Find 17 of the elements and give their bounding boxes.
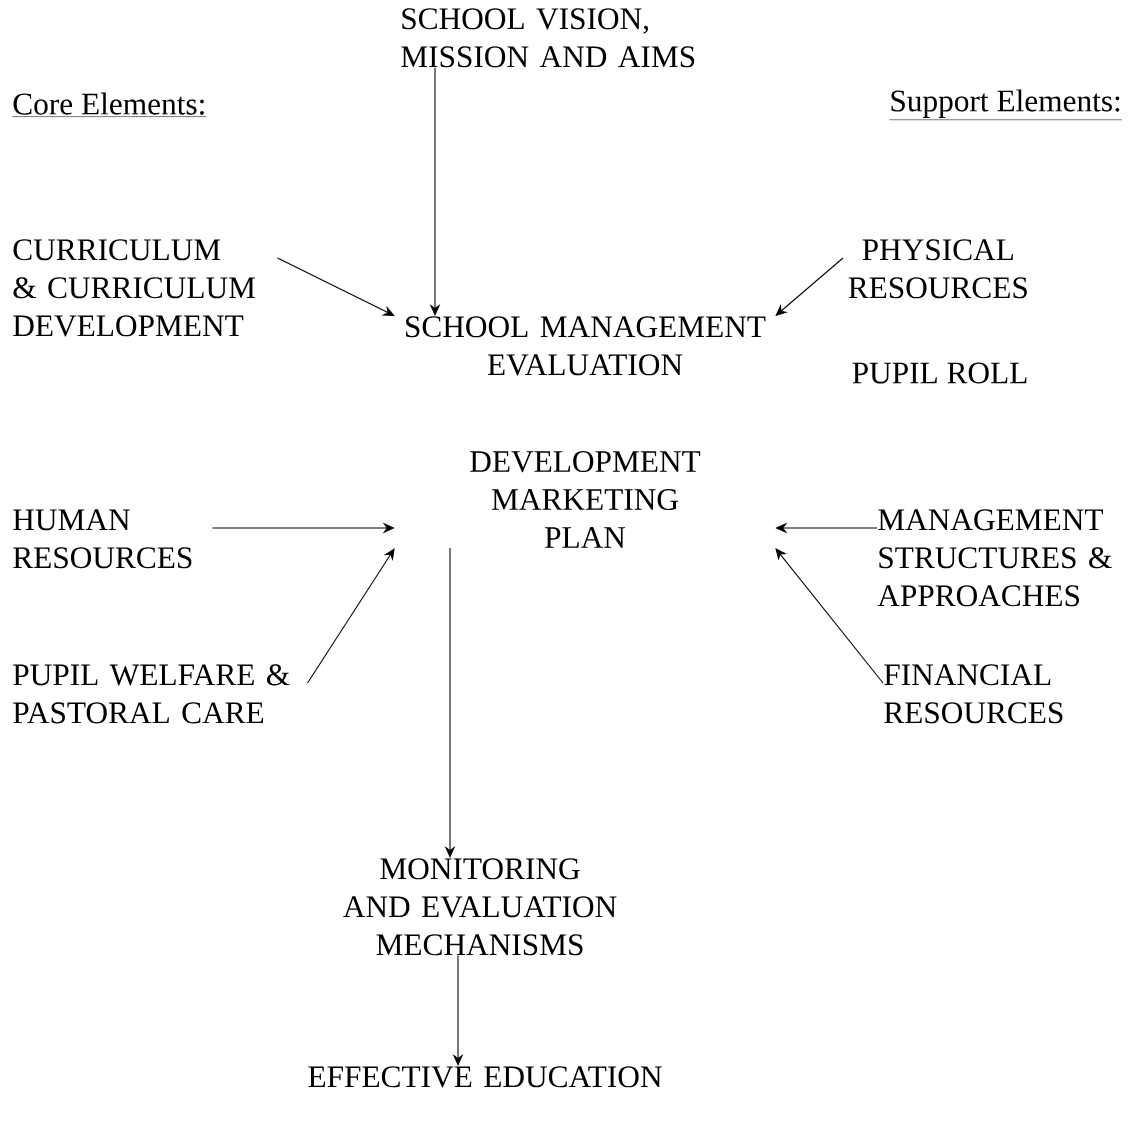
element-label: PUPIL ROLL: [852, 362, 1027, 384]
element-label: HUMAN RESOURCES: [13, 509, 192, 569]
section-heading: Support Elements:: [889, 89, 1122, 120]
arrow: [775, 548, 884, 684]
element-label: CURRICULUM & CURRICULUM DEVELOPMENT: [13, 239, 256, 337]
heading-text: SCHOOL VISION, MISSION AND AIMS: [401, 8, 695, 68]
element-label: PHYSICAL RESOURCES: [848, 239, 1027, 299]
element-label: MANAGEMENT STRUCTURES & APPROACHES: [877, 509, 1112, 607]
element-label: PUPIL WELFARE & PASTORAL CARE: [13, 664, 290, 724]
arrow: [775, 257, 844, 316]
central-text: SCHOOL MANAGEMENT EVALUATION DEVELOPMENT MARKETING PLAN: [406, 316, 766, 548]
element-label: FINANCIAL RESOURCES: [884, 664, 1063, 724]
arrow: [307, 548, 395, 684]
outcome-text: EFFECTIVE EDUCATION: [308, 1066, 662, 1088]
section-heading: Core Elements:: [12, 92, 207, 117]
arrow: [277, 257, 395, 316]
process-text: MONITORING AND EVALUATION MECHANISMS: [343, 858, 617, 956]
